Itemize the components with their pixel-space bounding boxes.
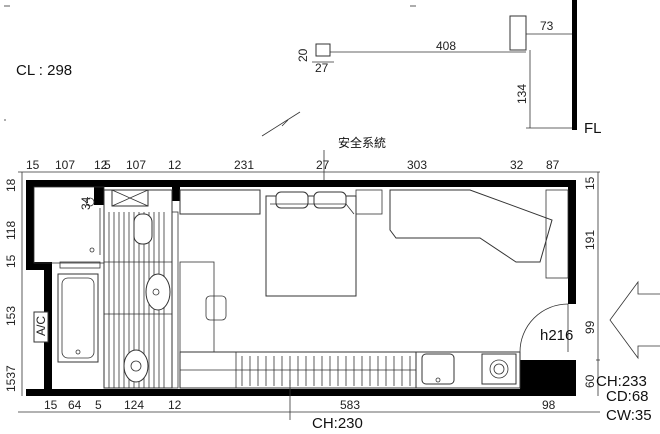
kitchen-sink <box>421 353 455 385</box>
shelf <box>59 261 101 269</box>
left-dim: 118 <box>4 221 18 240</box>
top-dim: 15 <box>26 158 40 172</box>
partition <box>171 211 179 389</box>
fan-cross <box>111 189 149 207</box>
label-h216: h216 <box>540 327 573 344</box>
top-dim: 87 <box>546 158 560 172</box>
right-dim: 15 <box>583 176 597 190</box>
outlet <box>89 247 95 253</box>
wall-left-step <box>26 262 52 270</box>
label-fl: FL <box>584 120 602 137</box>
top-dim: 303 <box>407 158 427 172</box>
top-dim: 107 <box>55 158 75 172</box>
label-ac: A/C <box>34 316 48 336</box>
bathtub <box>57 273 99 363</box>
bed <box>179 189 383 297</box>
nightstand <box>355 189 383 215</box>
kitchen-sink-drain <box>435 377 441 383</box>
desk <box>179 261 215 353</box>
top-dim: 27 <box>316 158 330 172</box>
left-dim: 15 <box>4 254 18 268</box>
left-dim: 18 <box>4 178 18 192</box>
bathtub-drain <box>75 349 81 355</box>
entrance-arrow-icon <box>609 280 660 360</box>
entry-door-swing <box>519 303 569 353</box>
wall-bottom <box>26 389 576 396</box>
section-mark <box>261 111 301 137</box>
sofa <box>389 189 553 263</box>
label-ch233: CH:233 <box>596 373 647 390</box>
top-dim: 5 <box>104 158 111 172</box>
elevation-box-large <box>509 15 527 51</box>
left-dims: 18 118 34 15 153 1537 <box>4 178 93 392</box>
bottom-dim: 5 <box>95 398 102 412</box>
label-ch230: CH:230 <box>312 415 363 432</box>
sink-drain <box>152 288 160 296</box>
bathroom <box>103 189 179 389</box>
toilet <box>133 213 153 245</box>
top-dim: 231 <box>234 158 254 172</box>
top-dim: 12 <box>94 158 108 172</box>
label-cl: CL : 298 <box>16 62 72 79</box>
bottom-dim: 98 <box>542 398 556 412</box>
section-mark-tick <box>281 119 289 127</box>
dim-20: 20 <box>296 48 310 62</box>
floor-drain <box>85 197 95 207</box>
wall-right-upper <box>568 180 576 304</box>
dim-73: 73 <box>540 19 554 33</box>
bed-sheet-fold <box>270 203 355 215</box>
pillow-right <box>313 191 347 209</box>
desk-chair <box>205 295 227 321</box>
dim-27: 27 <box>315 61 329 75</box>
bed-frame <box>265 195 357 297</box>
bottom-dim: 124 <box>124 398 144 412</box>
bottom-dim: 583 <box>340 398 360 412</box>
top-dim: 107 <box>126 158 146 172</box>
elevation-wall <box>572 0 577 130</box>
right-dim: 99 <box>583 320 597 334</box>
headboard-shelf <box>179 189 261 215</box>
right-dims: 15 191 99 60 <box>583 176 597 388</box>
cooktop-burner-outer <box>489 359 509 379</box>
toilet-bowl-inner <box>130 360 142 372</box>
bottom-dim: 64 <box>68 398 82 412</box>
ac-unit <box>33 311 49 343</box>
wall-top <box>26 180 576 187</box>
top-dim: 12 <box>168 158 182 172</box>
right-dim: 191 <box>583 230 597 250</box>
wall-right-lower <box>520 360 576 396</box>
dim-134: 134 <box>515 84 529 104</box>
cooktop <box>481 353 517 385</box>
wall-stub-wc <box>94 187 104 205</box>
elevation-box-small <box>315 43 331 57</box>
kitchen-counter <box>179 351 521 389</box>
window-seat <box>545 189 569 279</box>
cooktop-burner-inner <box>493 363 505 375</box>
sink <box>145 273 171 311</box>
wall-stub-top <box>172 187 180 201</box>
left-dim: 153 <box>4 306 18 326</box>
label-cd68: CD:68 <box>606 388 649 405</box>
toilet-bowl <box>123 349 149 383</box>
elevation-detail: 73 408 27 20 134 FL <box>261 0 602 137</box>
label-safety-system: 安全系統 <box>338 135 386 150</box>
left-dim: 1537 <box>4 365 18 392</box>
top-dim: 32 <box>510 158 524 172</box>
top-dims: 15 107 12 5 107 12 231 27 303 32 87 <box>26 158 560 172</box>
right-dim: 60 <box>583 374 597 388</box>
bottom-dim: 12 <box>168 398 182 412</box>
bathtub-inner <box>61 277 95 359</box>
label-cw35: CW:35 <box>606 407 652 424</box>
wall-left-upper <box>26 180 34 270</box>
bottom-dim: 15 <box>44 398 58 412</box>
bottom-dims: 15 64 5 124 12 583 98 <box>44 398 556 412</box>
dim-408: 408 <box>436 39 456 53</box>
pillow-left <box>275 191 309 209</box>
